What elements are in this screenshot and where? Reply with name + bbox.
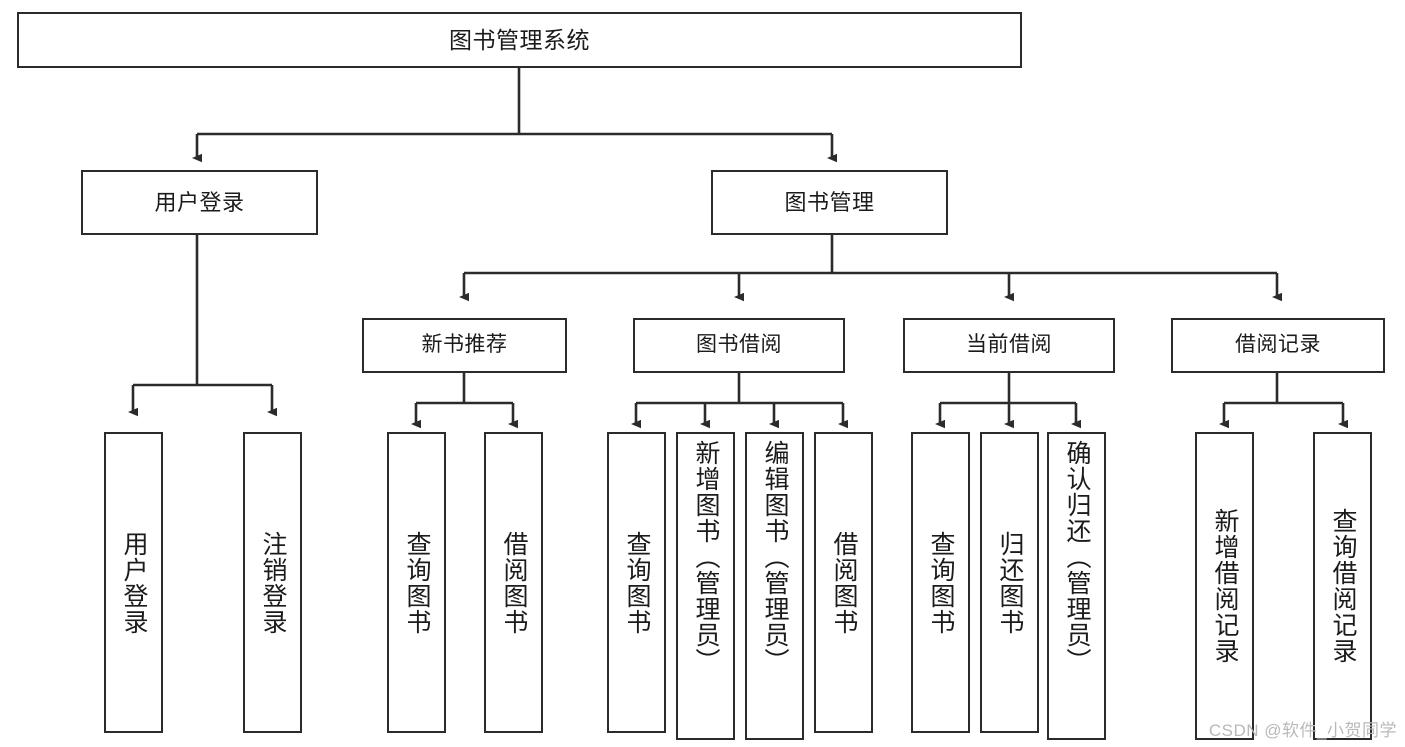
- leaf-add-borrow-record[interactable]: 新增借阅记录: [1195, 432, 1254, 740]
- node-label: 编辑图书（管理员）: [761, 440, 789, 674]
- leaf-confirm-return-admin[interactable]: 确认归还（管理员）: [1047, 432, 1106, 740]
- node-label: 借阅图书: [830, 530, 858, 635]
- leaf-borrow-book[interactable]: 借阅图书: [814, 432, 873, 733]
- node-label: 查询图书: [623, 530, 651, 635]
- node-book-management[interactable]: 图书管理: [711, 170, 948, 235]
- node-label: 新增借阅记录: [1211, 508, 1239, 664]
- leaf-add-book-admin[interactable]: 新增图书（管理员）: [676, 432, 735, 740]
- node-label: 查询图书: [403, 530, 431, 635]
- leaf-edit-book-admin[interactable]: 编辑图书（管理员）: [745, 432, 804, 740]
- node-label: 当前借阅: [966, 333, 1052, 357]
- node-label: 新增图书（管理员）: [692, 440, 720, 674]
- node-label: 查询借阅记录: [1329, 508, 1357, 664]
- leaf-query-book-recommend[interactable]: 查询图书: [387, 432, 446, 733]
- leaf-return-book[interactable]: 归还图书: [980, 432, 1039, 733]
- node-new-book-recommendation[interactable]: 新书推荐: [362, 318, 567, 373]
- watermark-text: CSDN @软件_小贺同学: [1208, 721, 1397, 740]
- node-label: 图书借阅: [696, 333, 782, 357]
- leaf-query-book-current[interactable]: 查询图书: [911, 432, 970, 733]
- leaf-query-book-borrow[interactable]: 查询图书: [607, 432, 666, 733]
- node-label: 确认归还（管理员）: [1063, 440, 1091, 674]
- node-label: 查询图书: [927, 530, 955, 635]
- leaf-borrow-book-recommend[interactable]: 借阅图书: [484, 432, 543, 733]
- node-book-borrow[interactable]: 图书借阅: [633, 318, 845, 373]
- node-root-book-management-system[interactable]: 图书管理系统: [17, 12, 1022, 68]
- node-label: 注销登录: [259, 530, 287, 635]
- node-label: 借阅记录: [1235, 333, 1321, 357]
- node-label: 用户登录: [120, 530, 148, 635]
- node-current-borrow[interactable]: 当前借阅: [903, 318, 1115, 373]
- leaf-query-borrow-record[interactable]: 查询借阅记录: [1313, 432, 1372, 740]
- node-label: 新书推荐: [421, 333, 508, 357]
- leaf-user-login[interactable]: 用户登录: [104, 432, 163, 733]
- node-label: 归还图书: [996, 530, 1024, 635]
- node-user-login[interactable]: 用户登录: [81, 170, 318, 235]
- node-label: 用户登录: [154, 189, 245, 215]
- node-label: 借阅图书: [500, 530, 528, 635]
- node-borrow-record[interactable]: 借阅记录: [1171, 318, 1385, 373]
- node-label: 图书管理: [784, 189, 875, 215]
- leaf-logout[interactable]: 注销登录: [243, 432, 302, 733]
- node-label: 图书管理系统: [449, 26, 590, 53]
